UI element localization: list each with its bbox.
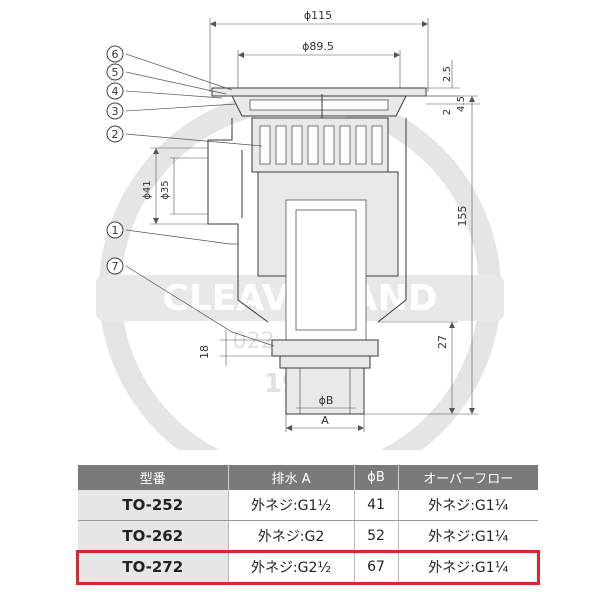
dim-phi89-5: ϕ89.5 [302,40,334,53]
row-b: 41 [354,490,399,521]
row-model: TO-262 [78,520,229,552]
row-b: 52 [354,520,399,552]
row-drain: 外ネジ:G1½ [228,490,355,521]
row-model: TO-252 [78,490,229,521]
table-row: TO-262 外ネジ:G2 52 外ネジ:G1¼ [78,520,538,552]
row-drain: 外ネジ:G2½ [228,551,355,583]
dim-155: 155 [456,206,469,227]
part-label-4: 4 [112,85,119,98]
dim-18: 18 [198,345,211,359]
dim-phi35: ϕ35 [160,180,171,199]
row-overflow: 外ネジ:G1¼ [398,490,538,521]
row-overflow: 外ネジ:G1¼ [398,520,538,552]
part-label-4-circle [106,82,124,100]
row-drain: 外ネジ:G2 [228,520,355,552]
part-label-6-circle [106,45,124,63]
header-overflow: オーバーフロー [398,465,538,490]
dim-A: A [321,414,329,427]
dim-phiB: ϕB [319,394,334,407]
row-b: 67 [354,551,399,583]
part-label-2-circle [106,125,124,143]
header-drain: 排水 A [228,465,355,490]
part-callouts: 6 5 4 3 2 1 7 [106,45,275,347]
dim-phi41: ϕ41 [142,180,153,199]
table-row-highlighted: TO-272 外ネジ:G2½ 67 外ネジ:G1¼ [76,549,540,585]
dim-4-5: 4.5 [456,96,467,112]
dim-2-5: 2.5 [442,66,453,82]
part-label-3-circle [106,102,124,120]
table-header-row: 型番 排水 A ϕB オーバーフロー [78,465,538,490]
dim-2: 2 [442,109,453,115]
part-label-7: 7 [112,260,119,273]
part-label-5: 5 [112,66,119,79]
strainer-slots [259,125,383,165]
header-model: 型番 [78,465,229,490]
part-label-1: 1 [112,224,119,237]
technical-drawing: CLEAVE LAND 022-...-4425 1999 ϕ115 ϕ89.5 [96,9,504,450]
part-label-2: 2 [112,128,119,141]
part-label-1-circle [106,221,124,239]
row-model: TO-272 [78,551,229,583]
part-label-5-circle [106,63,124,81]
part-label-7-circle [106,257,124,275]
part-label-6: 6 [112,48,119,61]
row-overflow: 外ネジ:G1¼ [398,551,538,583]
spec-table: 型番 排水 A ϕB オーバーフロー TO-252 外ネジ:G1½ 41 外ネジ… [76,465,540,585]
header-phiB: ϕB [354,465,399,490]
table-row: TO-252 外ネジ:G1½ 41 外ネジ:G1¼ [78,490,538,521]
part-label-3: 3 [112,105,119,118]
dim-27: 27 [436,335,449,349]
dim-phi115: ϕ115 [304,9,332,22]
